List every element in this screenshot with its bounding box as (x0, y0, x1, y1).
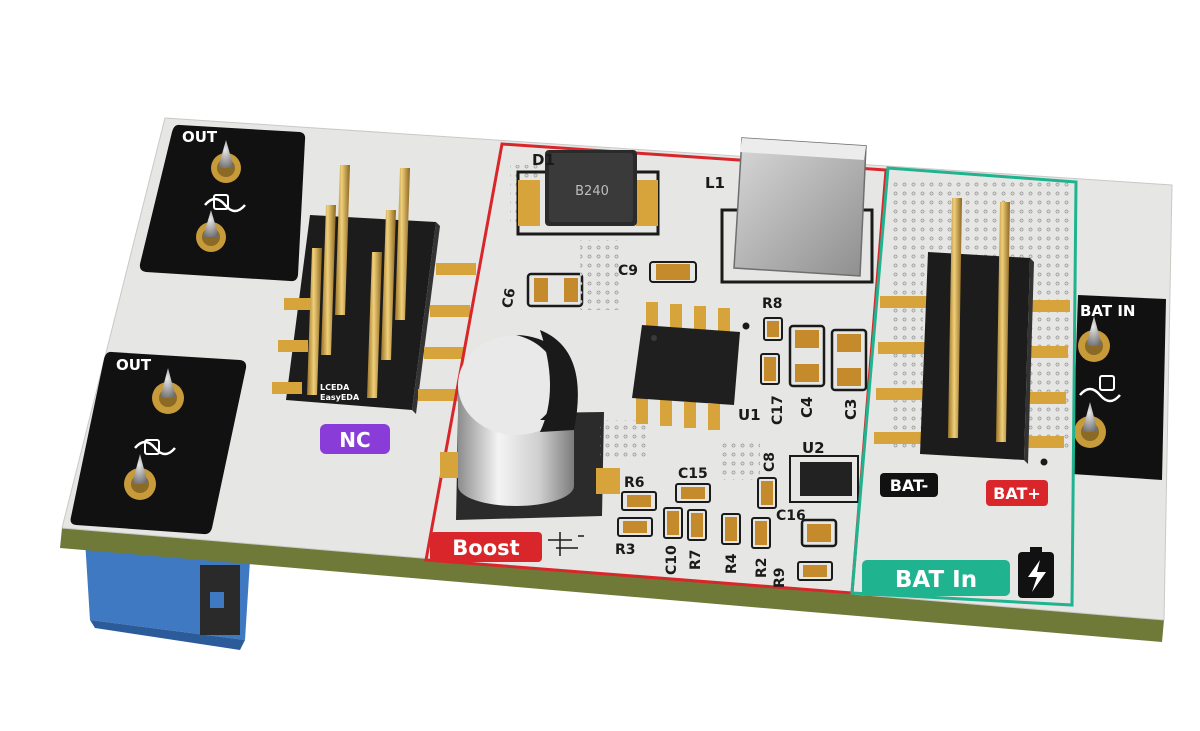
designator-u1: U1 (738, 406, 761, 424)
designator-r4: R4 (724, 553, 740, 574)
diode-d1: B240 D1 (516, 150, 660, 236)
nc-badge: NC (320, 424, 390, 454)
designator-c6: C6 (500, 287, 519, 309)
capacitor-c3: C3 (830, 328, 868, 420)
board-edge (60, 528, 1164, 642)
designator-c17: C17 (770, 395, 786, 425)
boost-label: Boost (452, 536, 519, 560)
bat-in-badge: BAT In (862, 560, 1010, 596)
via-array-boost-mid (580, 240, 620, 310)
designator-r2: R2 (754, 557, 770, 578)
designator-r6: R6 (624, 475, 645, 491)
electrolytic-capacitor (440, 330, 620, 520)
bat-in-label: BAT IN (1080, 302, 1135, 320)
ic-u1: U1 (632, 302, 761, 430)
designator-c9: C9 (618, 263, 638, 279)
bat-in-terminal: BAT IN (1072, 295, 1166, 480)
header-logo-lceda: LCEDA (320, 383, 350, 392)
resistor-r2: R2 (751, 517, 771, 578)
designator-r7: R7 (688, 549, 704, 570)
designator-c3: C3 (842, 399, 860, 420)
out-label-bottom: OUT (116, 356, 152, 374)
designator-c4: C4 (798, 397, 816, 418)
via-array-bat-left (893, 280, 923, 450)
resistor-r3: R3 (615, 517, 653, 558)
boost-badge: Boost (430, 532, 542, 562)
designator-c15: C15 (678, 466, 708, 482)
resistor-r7: R7 (687, 509, 707, 570)
via-array-boost-low (600, 420, 650, 460)
out-label-top: OUT (182, 128, 218, 146)
nc-label: NC (339, 428, 370, 452)
diode-marking: B240 (575, 184, 609, 199)
capacitor-c4: C4 (788, 324, 826, 418)
capacitor-c16: C16 (776, 508, 838, 548)
resistor-r6: R6 (621, 475, 657, 511)
bat-pin-header (874, 198, 1070, 466)
bat-in-box-label: BAT In (895, 567, 977, 593)
resistor-r4: R4 (721, 513, 741, 574)
capacitor-c8: C8 (757, 452, 778, 509)
bat-plus-badge: BAT+ (986, 480, 1048, 506)
designator-l1: L1 (705, 174, 725, 192)
bat-minus-label: BAT- (890, 476, 929, 495)
designator-d1: D1 (532, 151, 555, 169)
capacitor-c6: C6 (500, 272, 584, 309)
battery-bolt-icon (1018, 547, 1054, 598)
out-terminal-top: OUT (139, 124, 306, 282)
designator-c10: C10 (664, 545, 680, 575)
capacitor-c10: C10 (663, 507, 683, 575)
bat-plus-label: BAT+ (993, 484, 1041, 503)
resistor-r9: R9 (772, 561, 833, 588)
bat-in-outline (850, 166, 1078, 607)
capacitor-c17: C17 (760, 353, 786, 425)
capacitor-c15: C15 (675, 466, 711, 503)
screw-terminal (85, 540, 250, 650)
ic-u2: U2 (789, 439, 859, 503)
via-array-boost-right (720, 440, 760, 480)
nc-pin-header: LCEDA EasyEDA (272, 165, 476, 414)
transistor-symbol (548, 532, 584, 556)
designator-c16: C16 (776, 508, 806, 524)
bat-minus-badge: BAT- (880, 473, 938, 497)
header-logo-easyeda: EasyEDA (320, 393, 360, 402)
designator-r9: R9 (772, 567, 788, 588)
designator-r8: R8 (762, 296, 783, 312)
designator-u2: U2 (802, 439, 825, 457)
out-terminal-bottom: OUT (70, 351, 247, 535)
resistor-r8: R8 (762, 296, 783, 341)
designator-c8: C8 (762, 452, 778, 472)
capacitor-c9: C9 (618, 261, 697, 283)
inductor-l1: L1 (705, 137, 874, 284)
designator-r3: R3 (615, 542, 636, 558)
